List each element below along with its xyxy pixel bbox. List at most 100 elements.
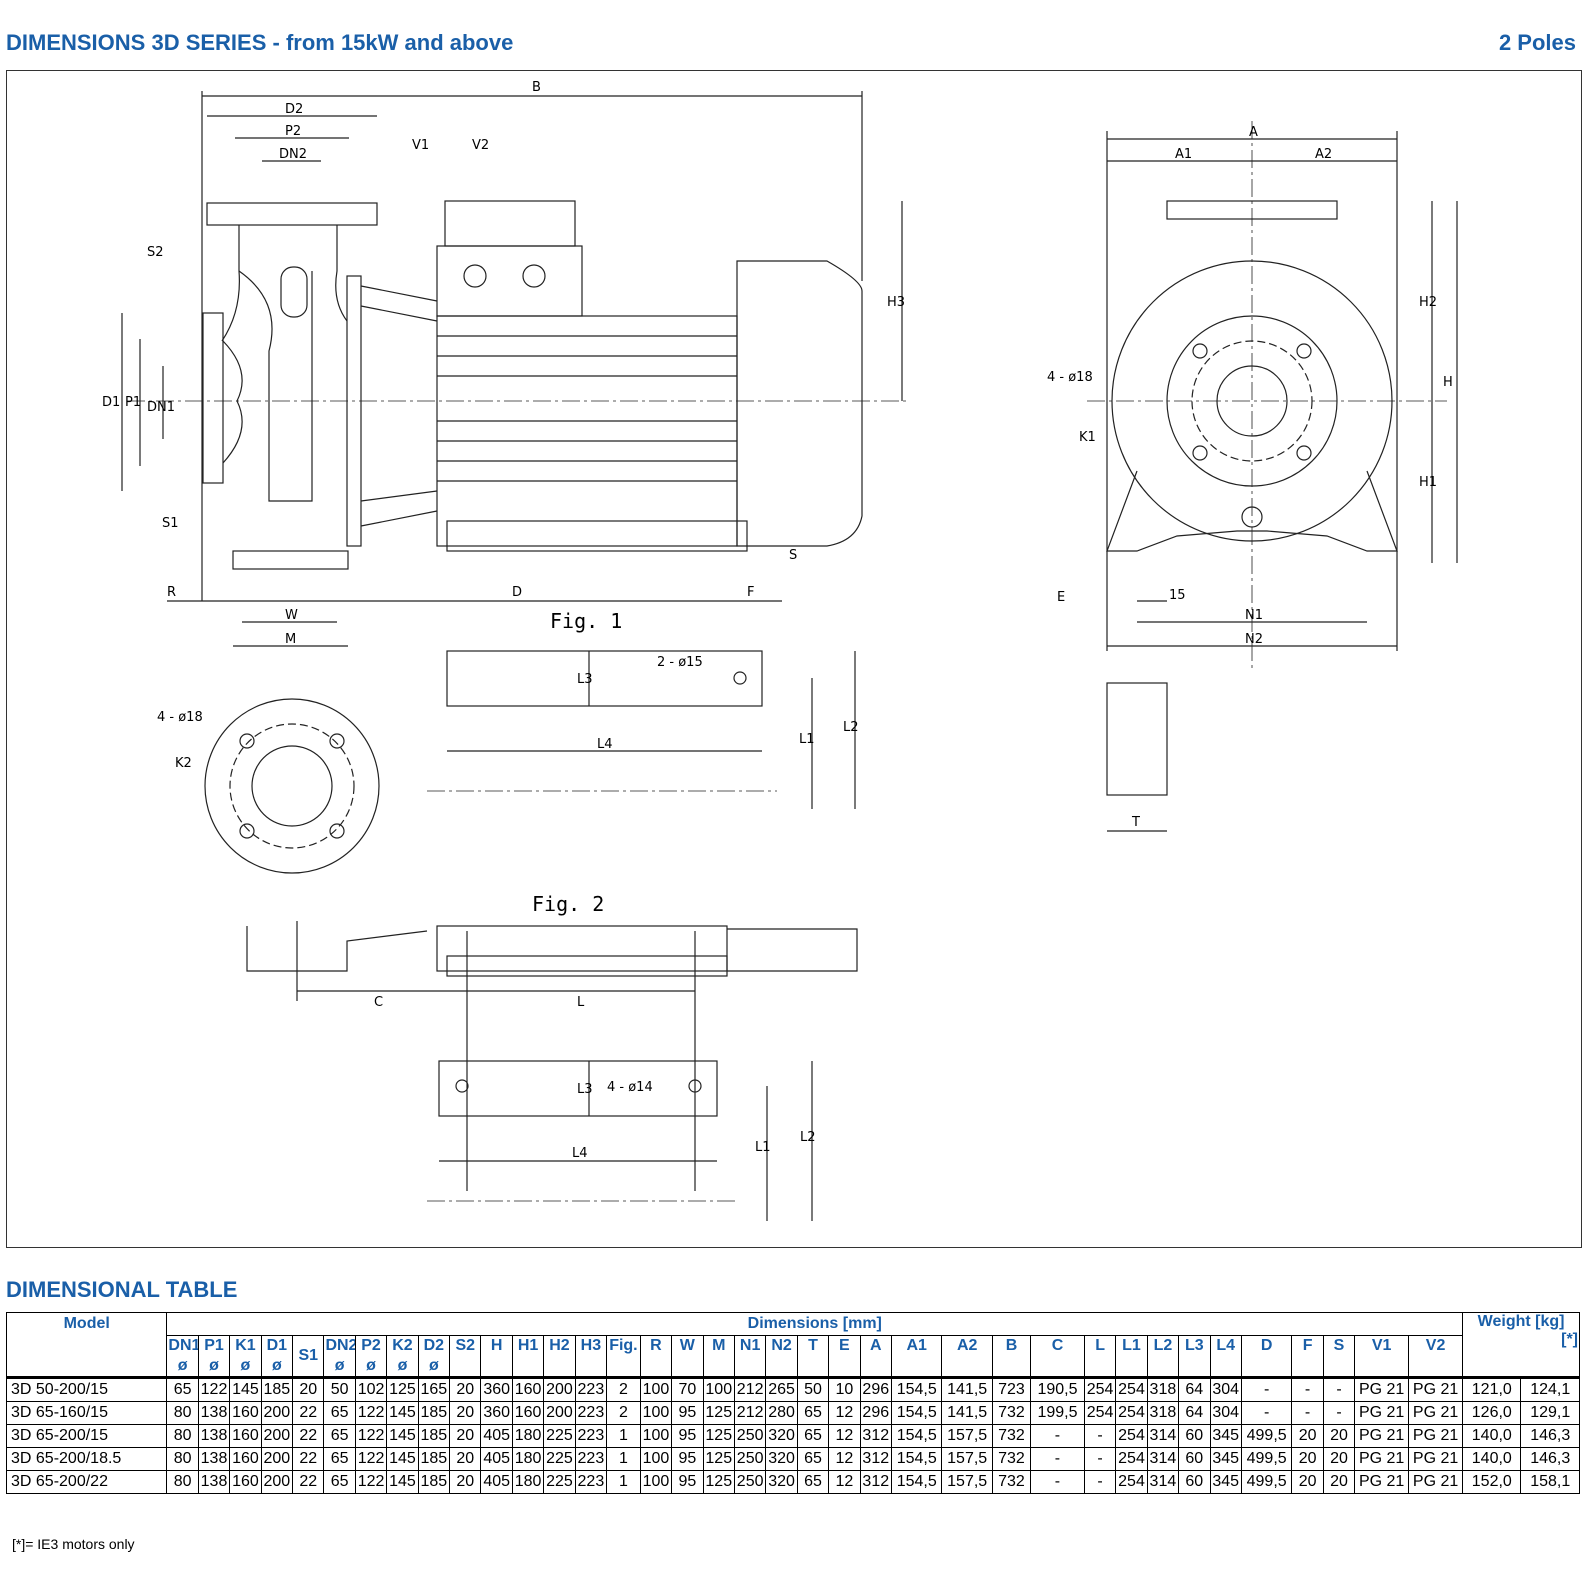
column-header: B bbox=[991, 1335, 1032, 1378]
table-cell: 160 bbox=[511, 1401, 545, 1425]
table-cell: 145 bbox=[386, 1447, 419, 1471]
table-cell: 138 bbox=[197, 1424, 231, 1448]
dim-DN1: DN1 bbox=[147, 400, 175, 415]
table-cell: PG 21 bbox=[1354, 1470, 1410, 1494]
hole-18-note: 4 - ø18 bbox=[1047, 370, 1093, 385]
table-cell: PG 21 bbox=[1408, 1376, 1464, 1402]
table-cell: 122 bbox=[354, 1401, 388, 1425]
table-cell: - bbox=[1030, 1447, 1085, 1471]
weight-cell: 152,0 bbox=[1462, 1470, 1522, 1494]
table-cell: 95 bbox=[671, 1470, 704, 1494]
table-cell: 185 bbox=[417, 1470, 451, 1494]
dim-S1: S1 bbox=[162, 516, 179, 531]
weight-cell: 146,3 bbox=[1520, 1447, 1580, 1471]
table-cell: 200 bbox=[543, 1401, 576, 1425]
table-cell: PG 21 bbox=[1354, 1401, 1410, 1425]
table-cell: 405 bbox=[480, 1424, 513, 1448]
table-cell: 732 bbox=[991, 1447, 1032, 1471]
dim-N2: N2 bbox=[1245, 632, 1263, 647]
table-cell: 65 bbox=[796, 1424, 830, 1448]
table-cell: 12 bbox=[828, 1401, 861, 1425]
dim-V1: V1 bbox=[412, 138, 429, 153]
dim-L2-fig1: L2 bbox=[843, 720, 859, 735]
table-cell: 20 bbox=[1291, 1447, 1324, 1471]
column-header: N1 bbox=[733, 1335, 767, 1378]
dim-K1: K1 bbox=[1079, 430, 1096, 445]
column-header: V1 bbox=[1354, 1335, 1410, 1378]
column-header: H3 bbox=[574, 1335, 608, 1378]
table-cell: 254 bbox=[1115, 1424, 1148, 1448]
table-cell: 50 bbox=[796, 1376, 830, 1402]
table-cell: 200 bbox=[260, 1447, 294, 1471]
table-cell: 314 bbox=[1146, 1447, 1180, 1471]
table-cell: 314 bbox=[1146, 1470, 1180, 1494]
table-cell: 20 bbox=[449, 1470, 482, 1494]
column-header: W bbox=[671, 1335, 704, 1378]
dim-D1: D1 bbox=[102, 395, 120, 410]
dim-L3-fig1: L3 bbox=[577, 672, 593, 687]
model-header: Model bbox=[5, 1312, 168, 1378]
table-cell: 314 bbox=[1146, 1424, 1180, 1448]
table-cell: 122 bbox=[354, 1447, 388, 1471]
table-cell: 1 bbox=[606, 1470, 641, 1494]
table-cell: 145 bbox=[229, 1376, 262, 1402]
table-cell: 160 bbox=[229, 1424, 262, 1448]
table-cell: 65 bbox=[796, 1447, 830, 1471]
table-cell: 254 bbox=[1115, 1401, 1148, 1425]
table-cell: - bbox=[1030, 1470, 1085, 1494]
page-title: DIMENSIONS 3D SERIES - from 15kW and abo… bbox=[6, 30, 514, 55]
weight-header: Weight [kg] [*] bbox=[1462, 1312, 1580, 1378]
dim-P1: P1 bbox=[125, 395, 141, 410]
table-cell: 200 bbox=[543, 1376, 576, 1402]
column-header: S bbox=[1322, 1335, 1356, 1378]
column-header: L3 bbox=[1178, 1335, 1211, 1378]
footnote: [*]= IE3 motors only bbox=[12, 1536, 135, 1552]
table-cell: 154,5 bbox=[890, 1470, 943, 1494]
table-cell: 100 bbox=[639, 1447, 673, 1471]
hole-15-note: 2 - ø15 bbox=[657, 655, 703, 670]
column-header: R bbox=[639, 1335, 673, 1378]
dim-H2: H2 bbox=[1419, 295, 1437, 310]
base-plate-fig1 bbox=[427, 650, 856, 809]
table-cell: 157,5 bbox=[941, 1470, 993, 1494]
column-header: L1 bbox=[1115, 1335, 1148, 1378]
table-cell: 265 bbox=[765, 1376, 798, 1402]
table-cell: - bbox=[1322, 1401, 1356, 1425]
table-cell: 212 bbox=[733, 1376, 767, 1402]
table-cell: 732 bbox=[991, 1424, 1032, 1448]
table-cell: 2 bbox=[606, 1401, 641, 1425]
table-cell: 254 bbox=[1115, 1376, 1148, 1402]
table-cell: 125 bbox=[702, 1470, 735, 1494]
column-header: F bbox=[1291, 1335, 1324, 1378]
table-cell: 141,5 bbox=[941, 1376, 993, 1402]
table-cell: 185 bbox=[417, 1401, 451, 1425]
table-cell: 80 bbox=[166, 1424, 199, 1448]
table-cell: 180 bbox=[511, 1447, 545, 1471]
fig1-label: Fig. 1 bbox=[550, 609, 622, 633]
table-cell: 225 bbox=[543, 1470, 576, 1494]
table-cell: 65 bbox=[796, 1470, 830, 1494]
weight-cell: 121,0 bbox=[1462, 1376, 1522, 1402]
hole-14-note: 4 - ø14 bbox=[607, 1080, 653, 1095]
table-cell: 95 bbox=[671, 1447, 704, 1471]
table-cell: 20 bbox=[449, 1376, 482, 1402]
table-cell: 200 bbox=[260, 1470, 294, 1494]
table-cell: 212 bbox=[733, 1401, 767, 1425]
table-cell: - bbox=[1083, 1424, 1117, 1448]
dim-L1-fig1: L1 bbox=[799, 732, 815, 747]
table-cell: 304 bbox=[1209, 1401, 1242, 1425]
table-cell: 60 bbox=[1178, 1470, 1211, 1494]
table-cell: 125 bbox=[386, 1376, 419, 1402]
table-cell: 254 bbox=[1083, 1376, 1117, 1402]
table-cell: 70 bbox=[671, 1376, 704, 1402]
table-cell: 138 bbox=[197, 1447, 231, 1471]
table-cell: 180 bbox=[511, 1470, 545, 1494]
table-cell: PG 21 bbox=[1408, 1470, 1464, 1494]
table-cell: 65 bbox=[166, 1376, 199, 1402]
dim-K2: K2 bbox=[175, 756, 192, 771]
table-cell: PG 21 bbox=[1354, 1424, 1410, 1448]
table-cell: 60 bbox=[1178, 1424, 1211, 1448]
